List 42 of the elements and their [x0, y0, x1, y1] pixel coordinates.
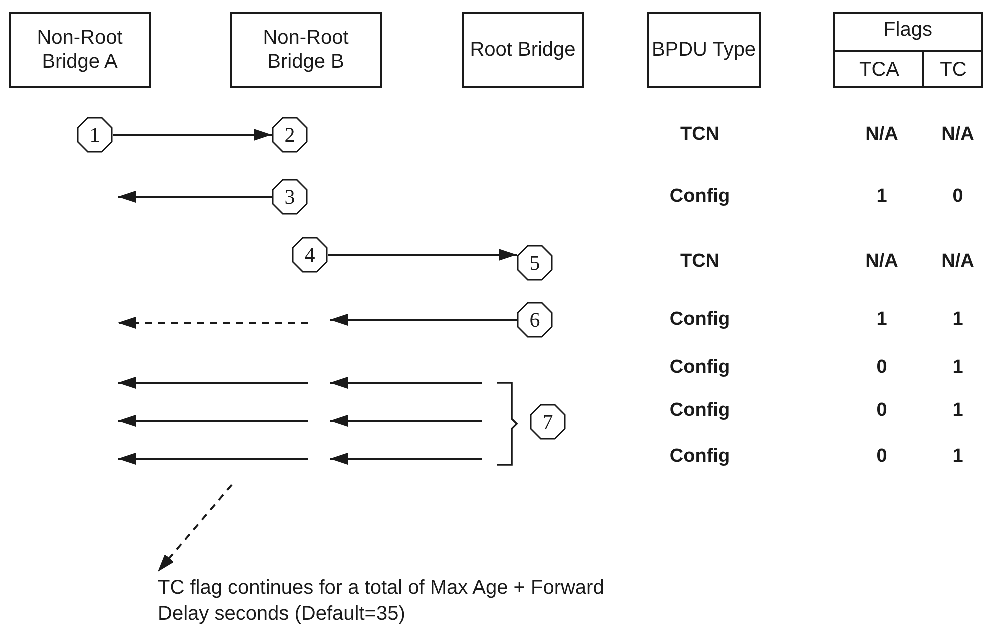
step-number: 3 — [272, 179, 308, 215]
bpdu-type-text: Config — [670, 400, 730, 422]
column-header-text: Flags — [884, 18, 932, 43]
flag-value: 1 — [876, 309, 888, 331]
column-header: Non-Root Bridge A — [9, 12, 151, 88]
note-text: TC flag continues for a total of Max Age + Forward Delay seconds (Default=35) — [158, 572, 658, 630]
bpdu-type-text: Config — [670, 186, 730, 208]
flag-value: N/A — [866, 251, 898, 273]
column-header: Root Bridge — [462, 12, 584, 88]
bpdu-type-text: TCN — [680, 124, 720, 146]
flag-value: N/A — [942, 251, 974, 273]
column-header: Non-Root Bridge B — [230, 12, 382, 88]
flag-value: N/A — [942, 124, 974, 146]
flag-value: 0 — [876, 400, 888, 422]
flag-value: 1 — [952, 309, 964, 331]
step-number: 7 — [530, 404, 566, 440]
flag-value: 1 — [876, 186, 888, 208]
arrow — [118, 191, 272, 203]
arrow — [330, 314, 517, 326]
bpdu-type-text: Config — [670, 446, 730, 468]
arrow — [113, 129, 272, 141]
dashed-arrow — [157, 484, 233, 573]
flag-value: 0 — [876, 446, 888, 468]
step-number: 1 — [77, 117, 113, 153]
flag-value: 1 — [952, 446, 964, 468]
arrow — [328, 249, 517, 261]
column-header: TCA — [835, 50, 924, 88]
step-number: 5 — [517, 245, 553, 281]
step-number: 4 — [292, 237, 328, 273]
flag-value: N/A — [866, 124, 898, 146]
bpdu-type-text: TCN — [680, 251, 720, 273]
column-header: BPDU Type — [647, 12, 761, 88]
bpdu-type-text: Config — [670, 309, 730, 331]
header-table — [833, 12, 983, 88]
step-number: 2 — [272, 117, 308, 153]
column-header: TC — [922, 50, 983, 88]
flag-value: 0 — [952, 186, 964, 208]
flag-value: 0 — [876, 357, 888, 379]
bpdu-type-text: Config — [670, 357, 730, 379]
flag-value: 1 — [952, 357, 964, 379]
step-number: 6 — [517, 302, 553, 338]
flag-value: 1 — [952, 400, 964, 422]
